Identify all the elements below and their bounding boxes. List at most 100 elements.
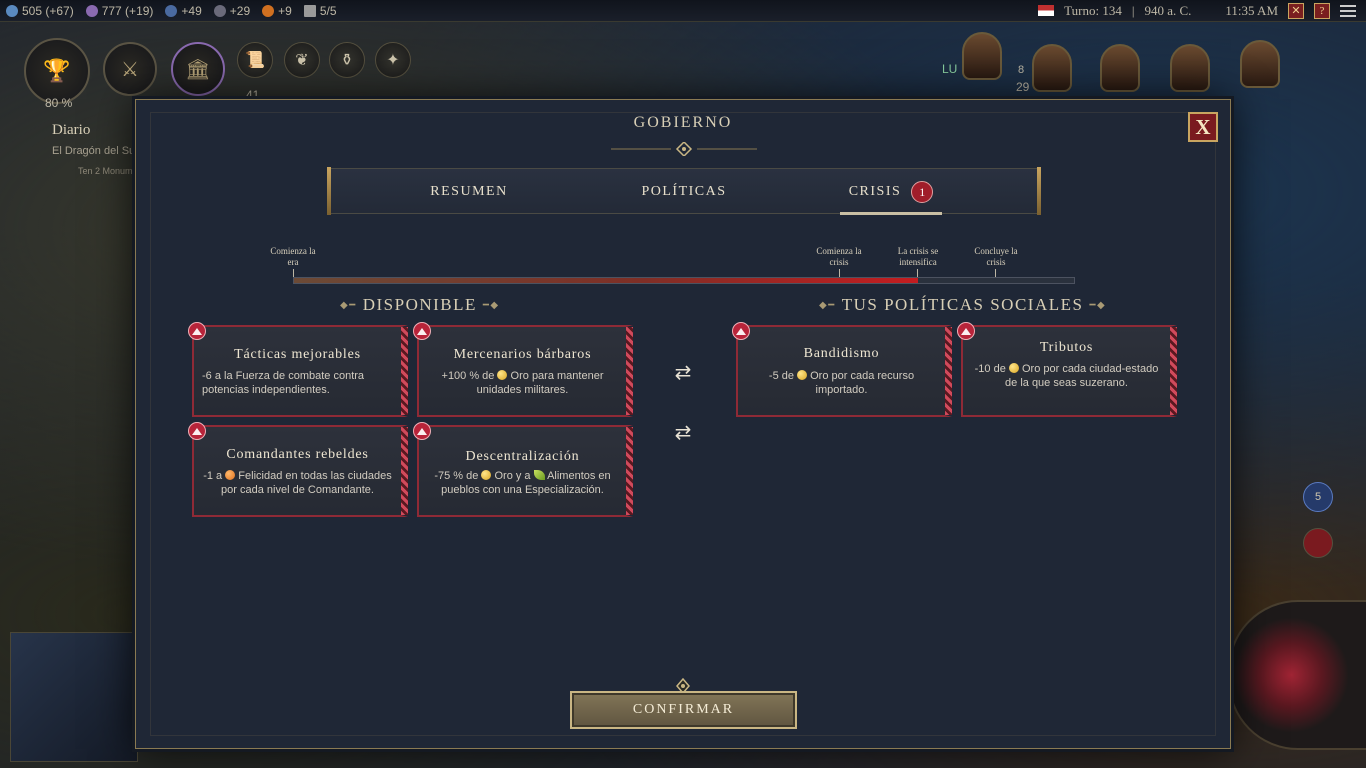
policy-description: -1 a Felicidad en todas las ciudades por…: [202, 469, 393, 497]
header-ornament-right-icon: ━◆: [1089, 299, 1107, 311]
policy-title: Tributos: [1039, 340, 1094, 355]
policy-desc-part: Felicidad en todas las ciudades por cada…: [221, 470, 392, 496]
tab-politicas[interactable]: POLÍTICAS: [599, 169, 769, 215]
policy-description: -5 de Oro por cada recurso importado.: [746, 369, 937, 397]
unit-count-label: 41: [246, 88, 260, 102]
header-ornament-left-icon: ◆━: [340, 299, 357, 311]
leaf-icon[interactable]: ❦: [284, 42, 320, 78]
title-ornament-icon: [611, 142, 757, 156]
policy-description: -75 % de Oro y a Alimentos en pueblos co…: [427, 469, 618, 497]
year-label: 940 a. C.: [1144, 2, 1192, 18]
leader-portrait-4[interactable]: [1170, 44, 1210, 92]
scroll-icon[interactable]: 📜: [237, 42, 273, 78]
timeline-start-text: Comienza la era: [270, 246, 316, 267]
swap-arrows-icon[interactable]: ⇄: [674, 362, 692, 384]
tab-resumen[interactable]: RESUMEN: [387, 169, 551, 215]
leader-tag: LU: [942, 62, 958, 76]
policy-card-tacticas[interactable]: Tácticas mejorables -6 a la Fuerza de co…: [188, 322, 408, 417]
policy-desc-part: Oro para mantener unidades militares.: [476, 370, 604, 396]
clock-label: 11:35 AM: [1225, 2, 1278, 18]
tab-resumen-label: RESUMEN: [430, 184, 508, 199]
menu-icon[interactable]: [1340, 4, 1356, 17]
panel-title: GOBIERNO: [633, 114, 733, 131]
government-button[interactable]: 🏛: [171, 42, 225, 96]
ages-progress-button[interactable]: 🏆: [24, 38, 90, 104]
policy-desc-part: -5 de: [768, 370, 794, 382]
policy-card-descentralizacion[interactable]: Descentralización -75 % de Oro y a Alime…: [413, 422, 633, 517]
diplomacy-icon[interactable]: ✕: [1288, 2, 1304, 19]
policy-desc-part: -75 % de: [434, 470, 479, 482]
leader-portrait-3[interactable]: [1100, 44, 1140, 92]
military-button[interactable]: ⚔: [103, 42, 157, 96]
crisis-timeline-bar: [293, 277, 1075, 284]
policy-title: Comandantes rebeldes: [226, 447, 369, 462]
food-icon: [533, 470, 545, 480]
help-icon[interactable]: ?: [1314, 2, 1330, 19]
journal-title[interactable]: Diario: [52, 122, 91, 138]
policy-desc-part: -10 de: [974, 363, 1006, 375]
leader-portrait-1[interactable]: [962, 32, 1002, 80]
social-policy-card-tributos[interactable]: Tributos -10 de Oro por cada ciudad-esta…: [957, 322, 1177, 417]
policy-title: Tácticas mejorables: [234, 347, 361, 362]
timeline-intensifies-text: La crisis se intensifica: [897, 246, 939, 267]
close-button[interactable]: X: [1188, 112, 1218, 142]
social-policy-card-bandidismo[interactable]: Bandidismo -5 de Oro por cada recurso im…: [732, 322, 952, 417]
leader-stat-b: 29: [1016, 80, 1030, 94]
turn-info: Turno: 134 | 940 a. C. 11:35 AM ✕ ?: [1038, 2, 1366, 19]
swap-arrows-icon[interactable]: ⇄: [674, 422, 692, 444]
policy-desc-part: Oro por cada recurso importado.: [810, 370, 915, 396]
policy-description: +100 % de Oro para mantener unidades mil…: [427, 369, 618, 397]
culture-resource[interactable]: 777 (+19): [85, 4, 153, 18]
policy-desc-part: Oro y a: [494, 470, 531, 482]
tab-politicas-label: POLÍTICAS: [641, 184, 727, 199]
tab-crisis[interactable]: CRISIS 1: [840, 169, 942, 215]
policy-desc-part: +100 % de: [441, 370, 495, 382]
science-resource[interactable]: 505 (+67): [6, 4, 74, 18]
end-turn-dial[interactable]: [1228, 600, 1366, 750]
faith-resource[interactable]: +49: [165, 3, 202, 18]
leader-portrait-2[interactable]: [1032, 44, 1072, 92]
available-header-text: DISPONIBLE: [362, 295, 477, 314]
culture-icon: [85, 4, 98, 17]
leader-portrait-5[interactable]: [1240, 40, 1280, 88]
social-policies-header: ◆━ TUS POLÍTICAS SOCIALES ━◆: [819, 295, 1106, 315]
side-badge-icon[interactable]: 5: [1303, 482, 1333, 512]
top-resource-bar: 505 (+67) 777 (+19) +49 +29 +9 5/5 Turno…: [0, 0, 1366, 22]
crisis-triangle-icon: [188, 322, 206, 340]
dove-icon[interactable]: ✦: [375, 42, 411, 78]
influence-value: +9: [278, 3, 292, 18]
timeline-tick-intensifies: [917, 269, 918, 279]
journal-detail: Ten 2 Monum: [78, 166, 133, 176]
timeline-crisis-begin-text: Comienza la crisis: [816, 246, 862, 267]
science-value: 505 (+67): [22, 3, 74, 18]
happiness-icon: [225, 470, 236, 480]
gold-coin-icon: [797, 370, 808, 380]
confirm-button[interactable]: CONFIRMAR: [570, 691, 797, 729]
timeline-label-crisis-ends: Concluye la crisis: [968, 246, 1024, 268]
vase-icon[interactable]: ⚱: [329, 42, 365, 78]
happiness-value: +29: [229, 3, 251, 18]
ages-progress-label: 80 %: [45, 96, 73, 110]
header-ornament-left-icon: ◆━: [819, 299, 836, 311]
policy-title: Mercenarios bárbaros: [453, 347, 592, 362]
timeline-ends-text: Concluye la crisis: [974, 246, 1018, 267]
timeline-label-start: Comienza la era: [267, 246, 319, 268]
music-icon: [213, 4, 226, 17]
crisis-count-badge: 1: [911, 181, 934, 203]
faith-value: +49: [181, 3, 202, 18]
influence-resource[interactable]: +9: [262, 4, 292, 18]
policy-card-mercenarios[interactable]: Mercenarios bárbaros +100 % de Oro para …: [413, 322, 633, 417]
settlements-value: 5/5: [319, 3, 337, 18]
happiness-resource[interactable]: +29: [213, 3, 251, 18]
policy-desc-part: -1 a: [203, 470, 223, 482]
policy-description: -10 de Oro por cada ciudad-estado de la …: [971, 362, 1162, 390]
journal-subtitle: El Dragón del Su: [52, 145, 136, 157]
policy-card-comandantes[interactable]: Comandantes rebeldes -1 a Felicidad en t…: [188, 422, 408, 517]
policy-title: Descentralización: [465, 449, 580, 464]
available-header: ◆━ DISPONIBLE ━◆: [340, 295, 500, 315]
gold-coin-icon: [481, 470, 492, 480]
minimap[interactable]: [10, 632, 138, 762]
influence-icon: [262, 4, 275, 17]
settlements-resource[interactable]: 5/5: [303, 3, 337, 18]
notification-icon[interactable]: [1303, 528, 1333, 558]
